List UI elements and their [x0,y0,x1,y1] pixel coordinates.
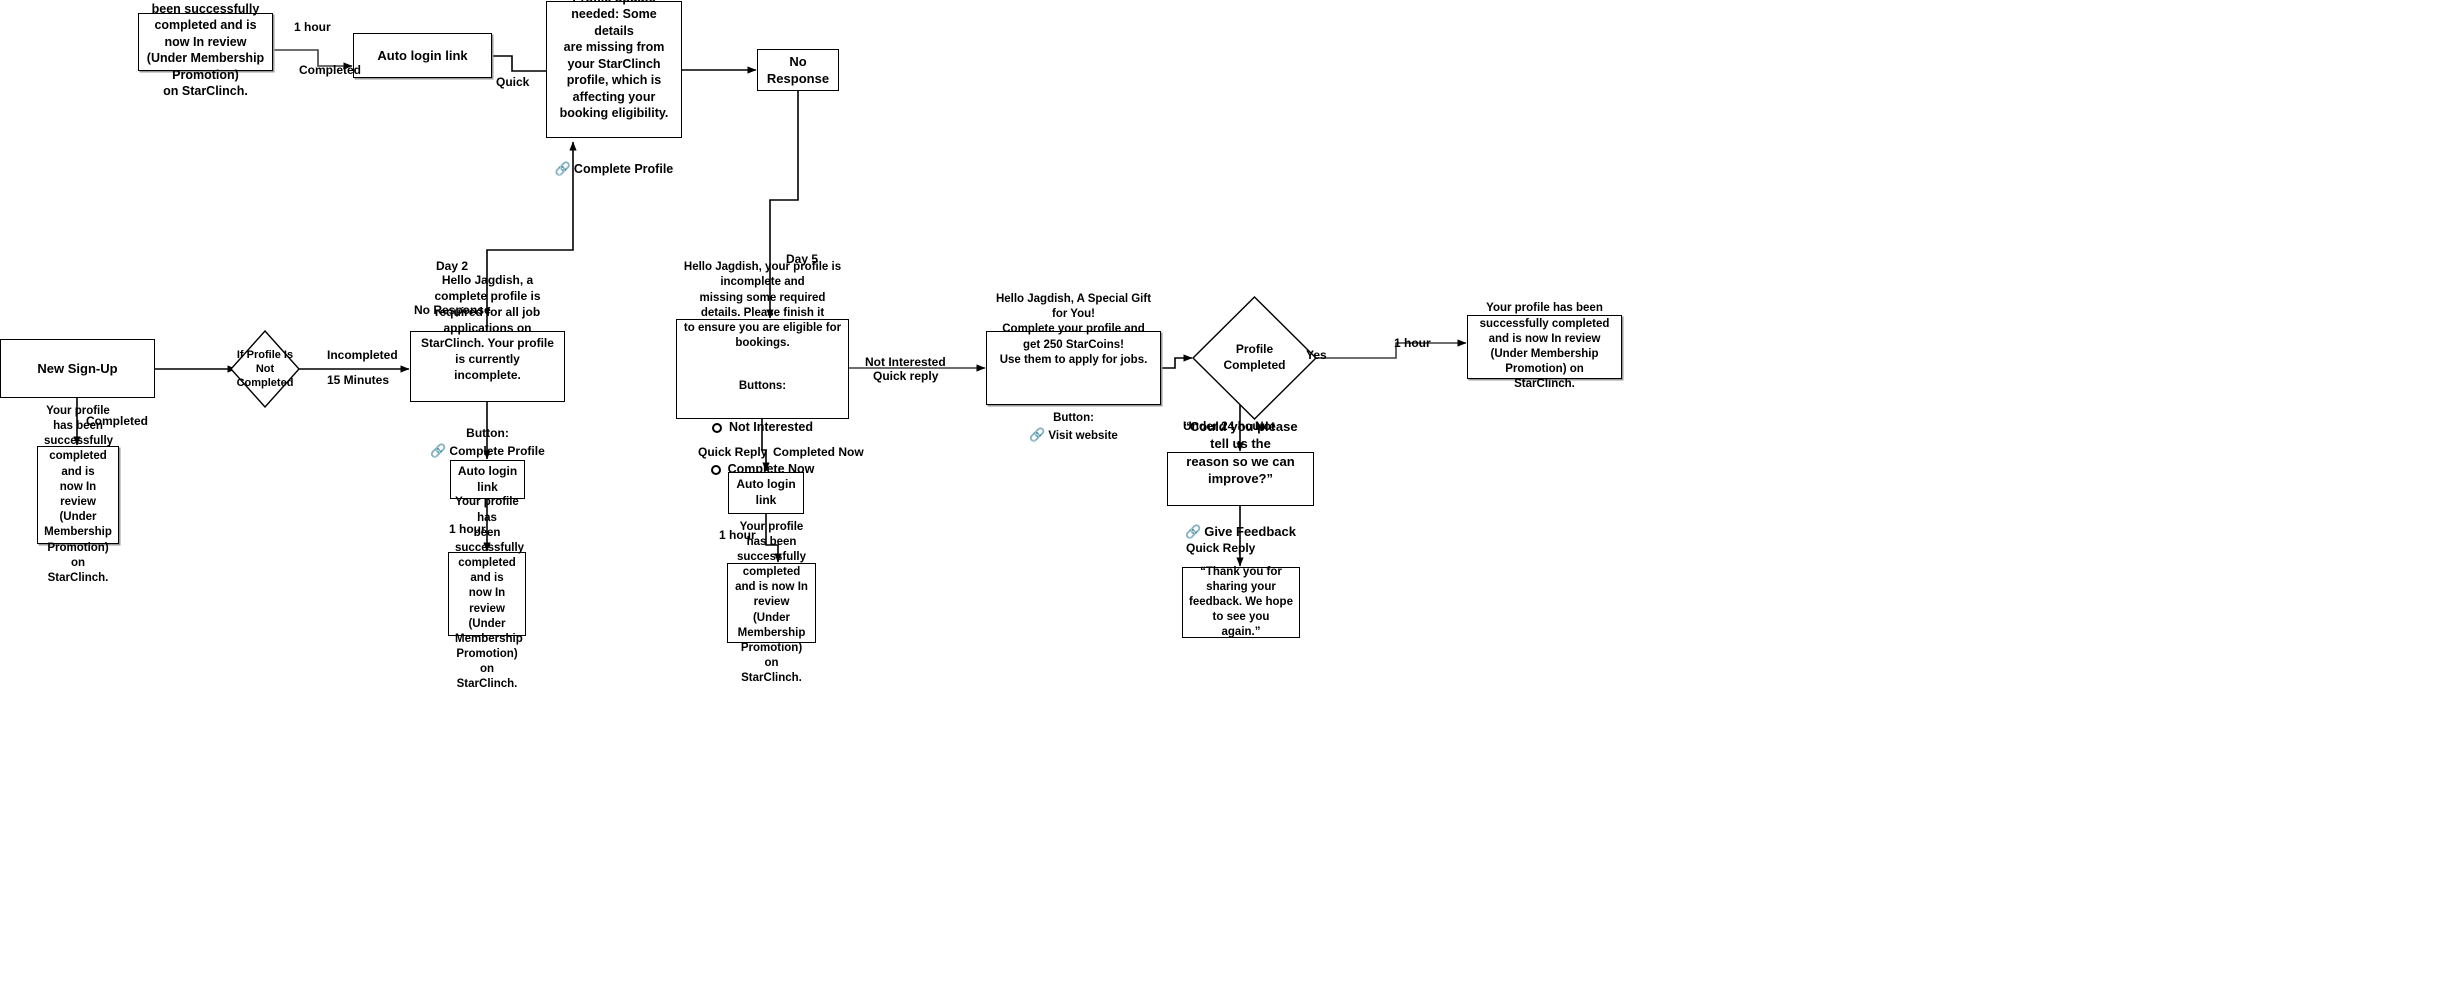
option-label: Not Interested [728,420,814,435]
diamond-shape [230,330,300,408]
node-success-right: Your profile has been successfully compl… [1467,302,1622,390]
button-prefix: Button: [466,426,509,441]
edge-label-incompleted: Incompleted [327,348,398,362]
edge-label-quick-reply-day5: Quick Reply [698,445,768,459]
node-auto-login-day5: Auto login link [728,472,804,514]
edge-label-no-response-mid: No Response [414,303,491,317]
edge-label-quick: Quick [496,75,530,89]
feedback-give-feedback-button[interactable]: 🔗Give Feedback [1174,505,1307,539]
node-auto-login-top: Auto login link [353,33,492,78]
node-thank-you: “Thank you for sharing your feedback. We… [1182,565,1300,639]
node-no-response: No Response [757,49,839,91]
node-success-day5: Your profile has been successfully compl… [727,521,816,684]
button-prefix: Button: [1053,411,1094,424]
diamond-shape [1192,296,1317,420]
node-label: Your profile has been successfully compl… [735,520,808,685]
node-msg-day0: Hello Jagdish, a complete profile is req… [410,273,565,458]
edge-label-day2: Day 2 [436,259,469,273]
node-label: Your profile has been successfully compl… [44,404,114,584]
link-icon: 🔗 [430,443,447,459]
node-label: Your profile has been successfully compl… [1479,302,1610,391]
msg-day0-body: Hello Jagdish, a complete profile is req… [421,273,554,383]
node-push-main: Hi Jagdish, Profile update needed: Some … [546,0,682,176]
link-icon: 🔗 [1029,426,1046,442]
push-body: Profile update needed: Some details are … [559,0,669,121]
edge-label-completed-top: Completed [299,63,362,77]
edge-label-completed-signup: Completed [86,414,149,428]
node-label: If Profile Is Not Completed [236,348,294,390]
edge-label-one-hour-mid: 1 hour [449,522,486,536]
node-label: Auto login link [736,477,796,507]
edge-label-one-hour-top: 1 hour [294,20,331,34]
edge-label-under-24-hour: Under 24 hour [1183,419,1265,433]
msg-day0-complete-profile-button[interactable]: Button: 🔗Complete Profile [417,410,558,459]
node-gift-msg: Hello Jagdish, A Special Gift for You! C… [986,293,1161,442]
node-label: Your profile has been successfully compl… [455,496,525,691]
button-label: Visit website [1048,429,1118,442]
node-success-top-left: Your profile has been successfully compl… [138,2,273,98]
radio-icon [711,422,722,433]
node-label: Profile Completed [1223,342,1286,372]
node-label: Auto login link [457,463,518,494]
radio-icon [710,464,721,475]
node-label: New Sign-Up [37,360,118,376]
node-new-signup: New Sign-Up [0,339,155,398]
button-label: Complete Profile [449,444,545,459]
gift-visit-website-button[interactable]: Button: 🔗Visit website [993,395,1154,444]
msg-day5-buttons-label: Buttons: [738,379,787,392]
edge-label-yes: Yes [1306,348,1327,362]
edge-label-quick-reply-gift: Quick reply [873,369,939,383]
node-label: “Thank you for sharing your feedback. We… [1189,565,1293,639]
msg-day5-option-not-interested[interactable]: Not Interested [683,419,842,436]
link-icon: 🔗 [554,161,571,177]
node-msg-day5: Hello Jagdish, your profile is incomplet… [676,261,849,476]
node-profile-completed: Profile Completed [1192,296,1317,420]
node-label: Auto login link [377,47,468,63]
edge-label-completed-now: Completed Now [773,445,864,459]
edge-label-quick-reply-feedback: Quick Reply [1186,541,1256,555]
edge-label-not: Not [1255,419,1275,433]
edge-label-one-hour-right: 1 hour [1394,336,1431,350]
push-complete-profile-button[interactable]: 🔗Complete Profile [553,144,675,178]
edge-label-one-hour-day5: 1 hour [719,528,756,542]
node-label: Your profile has been successfully compl… [146,1,265,99]
feedback-question: “Could you please tell us the reason so … [1183,419,1298,486]
node-auto-login-mid: Auto login link [450,460,525,499]
edge-label-day5: Day 5 [786,252,819,266]
node-feedback-ask: “Could you please tell us the reason so … [1167,419,1314,539]
node-success-bottom-left: Your profile has been successfully compl… [37,405,119,584]
gift-body: Hello Jagdish, A Special Gift for You! C… [995,293,1152,366]
push-button-label: Complete Profile [573,162,674,177]
link-icon: 🔗 [1185,523,1202,539]
node-success-mid: Your profile has been successfully compl… [448,496,526,690]
msg-day5-body: Hello Jagdish, your profile is incomplet… [683,261,842,350]
node-label: No Response [766,53,830,86]
edge-label-not-interested: Not Interested [865,355,946,369]
edge-label-fifteen-minutes: 15 Minutes [327,373,390,387]
button-label: Give Feedback [1204,523,1296,539]
node-if-profile-not-completed: If Profile Is Not Completed [230,330,300,408]
